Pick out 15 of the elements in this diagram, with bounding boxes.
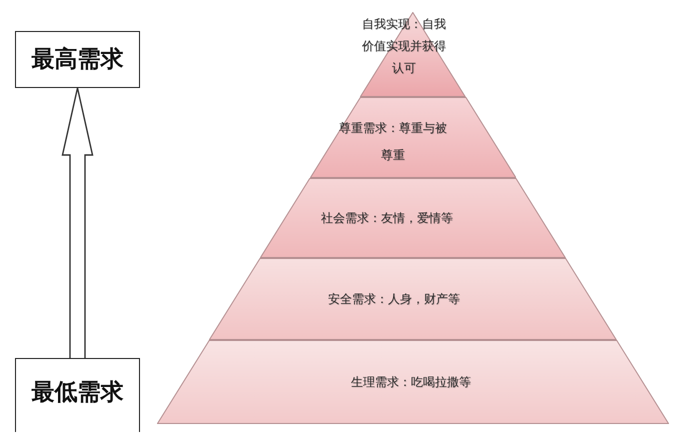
pyramid-layer bbox=[310, 97, 516, 178]
need-box bbox=[15, 31, 140, 88]
pyramid-layer bbox=[360, 12, 466, 97]
layer-label: 社会需求：友情，爱情等 bbox=[320, 210, 453, 227]
layer-label: 尊重需求：尊重与被尊重 bbox=[338, 120, 448, 164]
layer-label: 自我实现：自我价值实现并获得认可 bbox=[360, 16, 447, 76]
layer-label: 安全需求：人身，财产等 bbox=[328, 291, 460, 308]
need-label: 最低需求 bbox=[32, 380, 124, 406]
pyramid-layer bbox=[209, 258, 617, 340]
pyramid-layer bbox=[260, 178, 566, 258]
need-box bbox=[15, 358, 140, 432]
need-label: 最高需求 bbox=[32, 46, 124, 72]
pyramid-layer bbox=[157, 340, 669, 424]
layer-label: 生理需求：吃喝拉撒等 bbox=[351, 374, 471, 391]
block-arrow bbox=[62, 87, 94, 359]
